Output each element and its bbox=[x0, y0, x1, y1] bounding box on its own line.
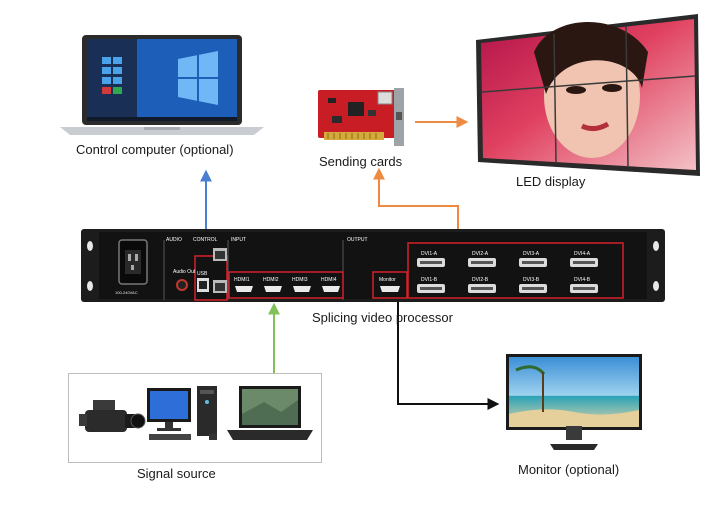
control-computer-laptop bbox=[58, 33, 266, 137]
monitor-icon bbox=[506, 354, 642, 450]
processor-panel-labels: AUDIO CONTROL INPUT OUTPUT 100-240VAC Au… bbox=[115, 237, 591, 295]
monitor-link-arrow bbox=[397, 300, 500, 410]
pc-tower-icon bbox=[197, 386, 217, 440]
signal-source-box bbox=[68, 373, 322, 463]
splicing-video-processor: AUDIO CONTROL INPUT OUTPUT 100-240VAC Au… bbox=[81, 228, 665, 304]
processor-label: Splicing video processor bbox=[312, 310, 453, 325]
led-display-label: LED display bbox=[516, 174, 586, 189]
source-laptop-icon bbox=[227, 386, 313, 440]
hdmi-input-1-label: HDMI1 bbox=[234, 277, 250, 283]
section-control-label: CONTROL bbox=[193, 237, 218, 243]
usb-label: USB bbox=[197, 271, 208, 277]
control-computer-label: Control computer (optional) bbox=[76, 142, 234, 157]
led-display-icon bbox=[476, 14, 700, 176]
dvi-output-label: DVI2-B bbox=[472, 277, 489, 283]
hdmi-input-3-label: HDMI3 bbox=[292, 277, 308, 283]
monitor-port-label: Monitor bbox=[379, 277, 396, 283]
hdmi-input-4-label: HDMI4 bbox=[321, 277, 337, 283]
sending-card bbox=[318, 86, 406, 150]
dvi-output-label: DVI2-A bbox=[472, 251, 489, 257]
section-audio-label: AUDIO bbox=[166, 237, 182, 243]
dvi-output-label: DVI3-A bbox=[523, 251, 540, 257]
dvi-output-label: DVI4-A bbox=[574, 251, 591, 257]
video-camera-icon bbox=[79, 400, 146, 432]
power-rating-label: 100-240VAC bbox=[115, 290, 138, 295]
monitor-label: Monitor (optional) bbox=[518, 462, 620, 477]
hdmi-input-2-label: HDMI2 bbox=[263, 277, 279, 283]
signal-source-devices bbox=[79, 386, 313, 440]
monitor-device bbox=[504, 352, 644, 454]
audio-out-label: Audio Out bbox=[173, 269, 196, 275]
laptop-icon bbox=[60, 35, 264, 135]
desktop-monitor-icon bbox=[147, 388, 191, 440]
dvi-output-label: DVI3-B bbox=[523, 277, 540, 283]
section-output-label: OUTPUT bbox=[347, 237, 368, 243]
signal-source-label: Signal source bbox=[137, 466, 216, 481]
dvi-output-label: DVI1-A bbox=[421, 251, 438, 257]
processor-front-panel bbox=[81, 229, 665, 302]
section-input-label: INPUT bbox=[231, 237, 246, 243]
led-display bbox=[472, 12, 712, 180]
sending-cards-label: Sending cards bbox=[319, 154, 403, 169]
dvi-output-label: DVI1-B bbox=[421, 277, 438, 283]
processor-to-sending-card-arrow bbox=[373, 167, 459, 244]
sending-card-icon bbox=[318, 88, 404, 146]
dvi-output-label: DVI4-B bbox=[574, 277, 591, 283]
